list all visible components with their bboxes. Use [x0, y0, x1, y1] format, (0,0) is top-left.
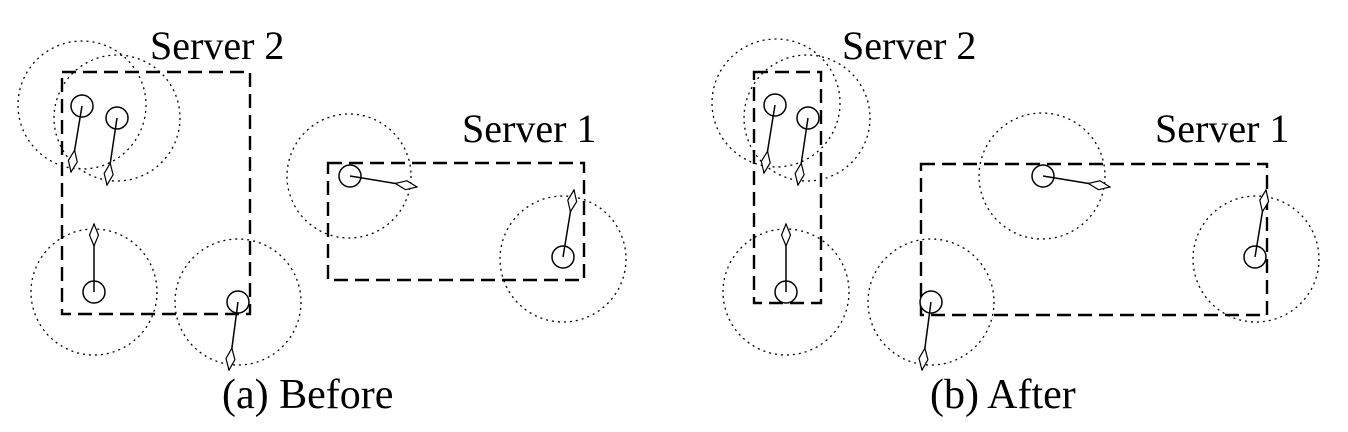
aoi-circle: [711, 38, 841, 168]
aoi-circle: [17, 40, 147, 170]
server2-region: [60, 70, 252, 316]
server2-region: [752, 70, 823, 305]
aoi-circle: [53, 54, 181, 182]
aoi-circle: [978, 112, 1106, 240]
server1-region: [326, 161, 586, 282]
aoi-circle: [499, 195, 627, 323]
aoi-circle: [743, 54, 871, 182]
aoi-circle: [174, 238, 302, 366]
aoi-circle: [286, 113, 412, 239]
server1-label: Server 1: [462, 106, 596, 151]
aoi-circle: [30, 228, 158, 356]
caption-after: (b) After: [930, 372, 1076, 418]
movement-arrow: [1254, 190, 1266, 258]
panel-after: Server 2 Server 1 (b) After: [711, 23, 1320, 418]
movement-arrow: [229, 301, 239, 370]
aoi-circle: [722, 228, 850, 356]
movement-arrow: [764, 104, 776, 173]
movement-arrow: [71, 105, 83, 172]
movement-arrow: [562, 190, 574, 258]
movement-arrow: [798, 117, 809, 185]
server2-label: Server 2: [842, 23, 976, 68]
server1-region: [919, 162, 1269, 317]
movement-arrow: [1042, 175, 1110, 187]
panel-before: Server 2 Server 1 (a) Before: [17, 23, 627, 418]
server1-label: Server 1: [1155, 106, 1289, 151]
aoi-circle: [867, 238, 995, 366]
server2-label: Server 2: [150, 23, 284, 68]
movement-arrow: [349, 175, 417, 187]
caption-before: (a) Before: [222, 372, 393, 418]
movement-arrow: [922, 301, 932, 370]
aoi-circle: [1192, 195, 1320, 323]
movement-arrow: [107, 117, 118, 185]
